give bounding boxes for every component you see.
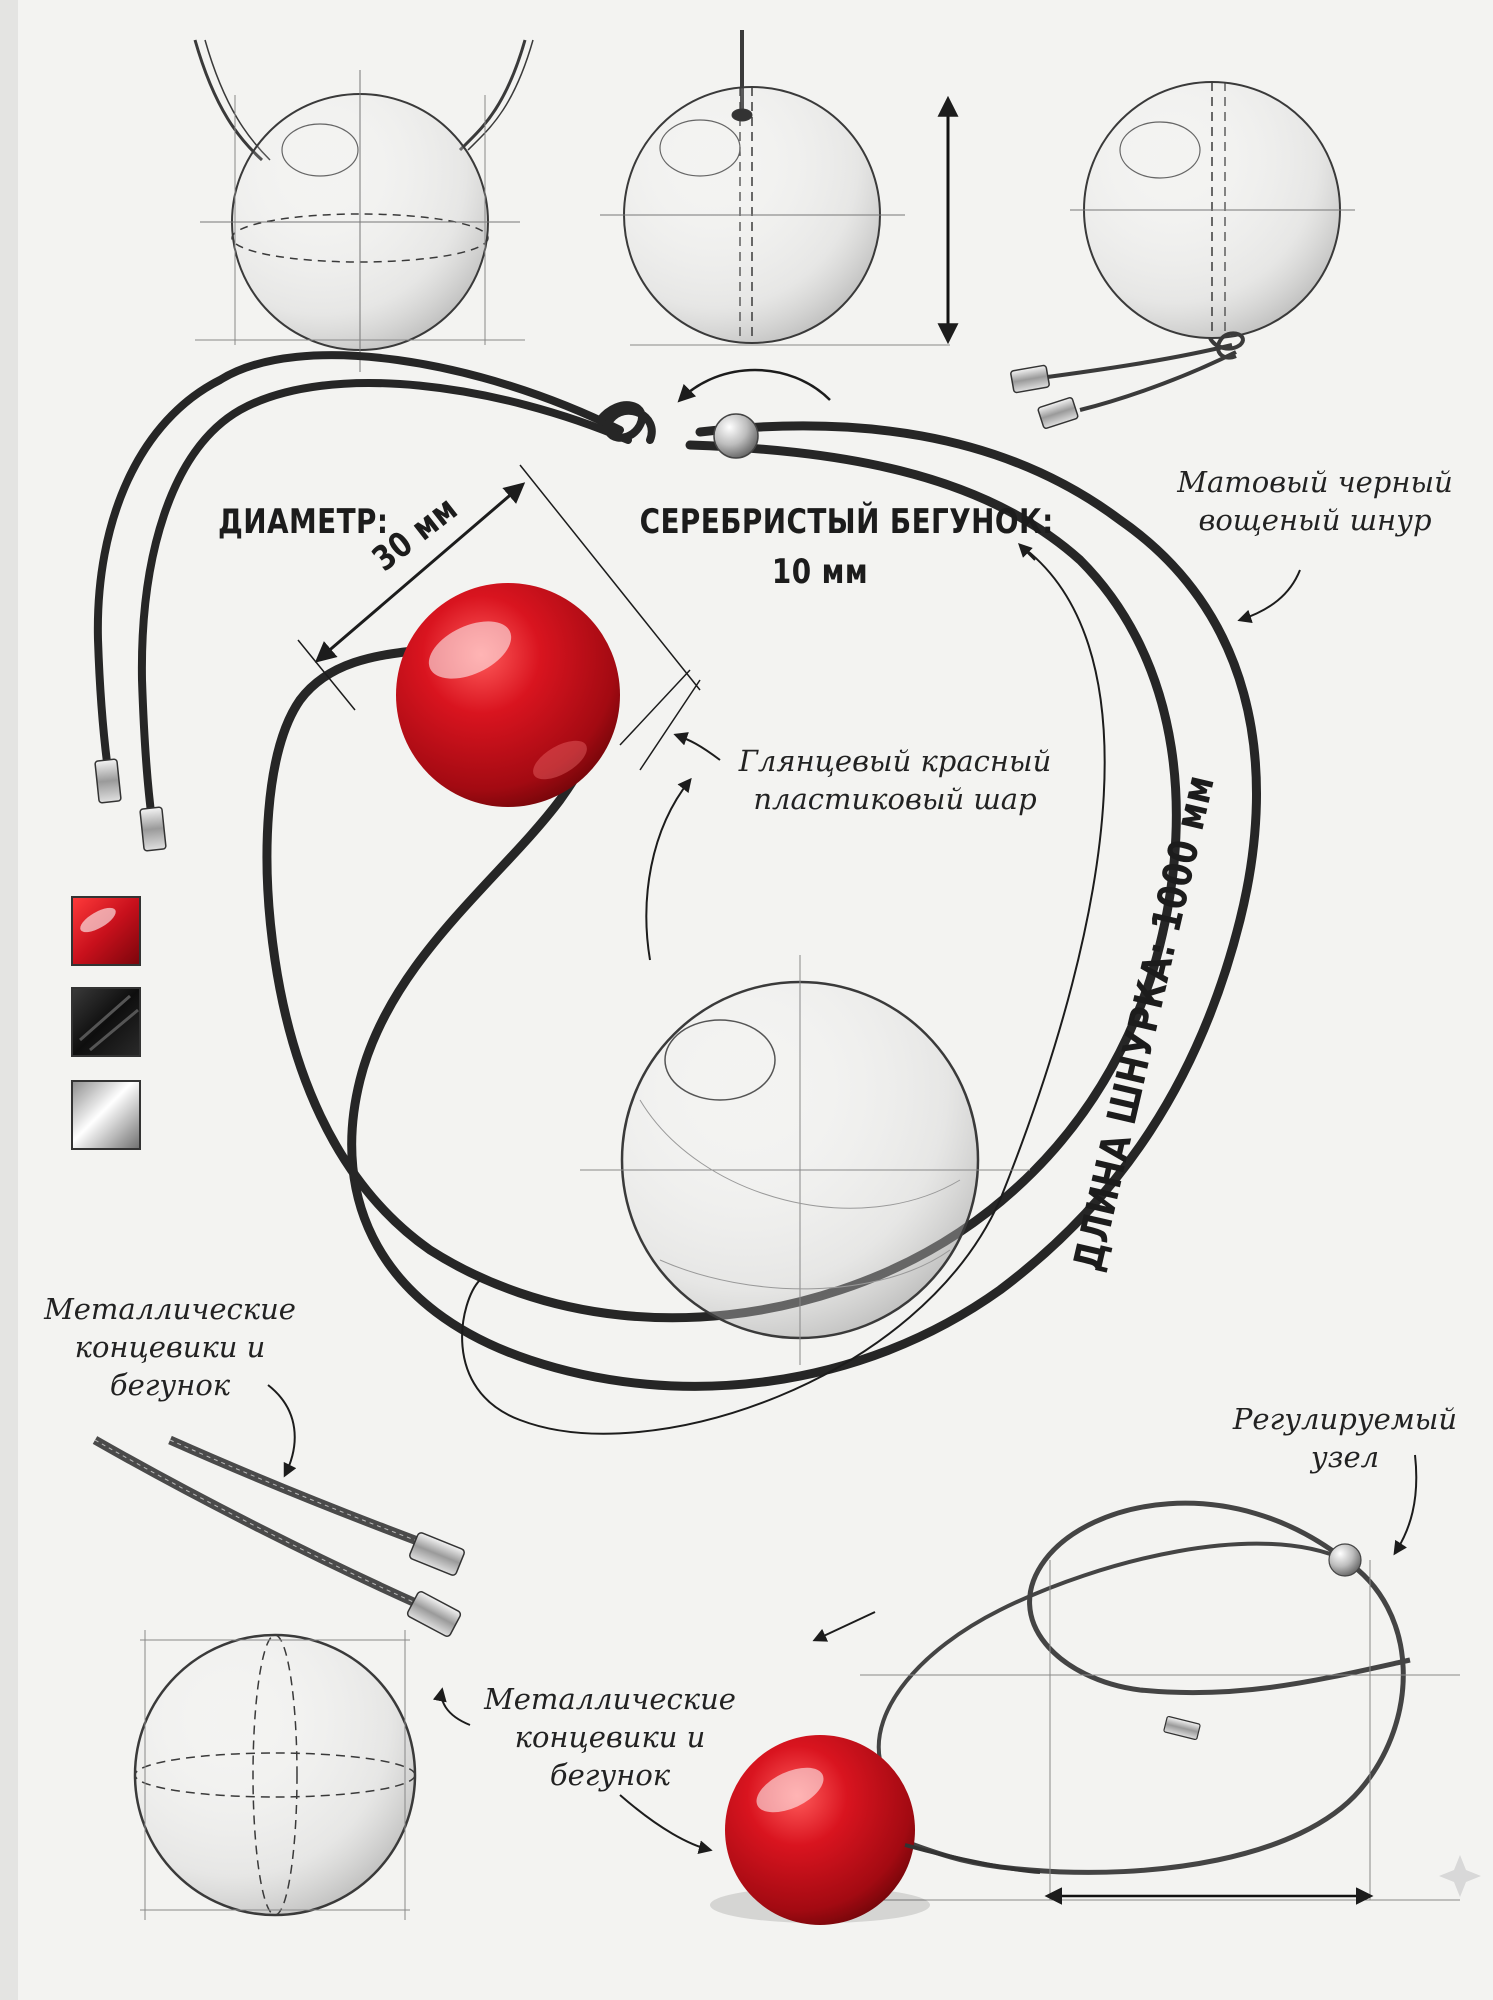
knot-label: Регулируемый узел [1225,1400,1465,1476]
top-sketch-right [1039,81,1355,412]
ball-label-arrow [673,732,721,761]
ball-label-line1: Глянцевый красный [738,744,1052,778]
rotation-arrow [677,368,831,403]
tips-bottom-line1: Металлические [484,1682,736,1716]
tips-left-arrow [267,1384,297,1478]
tips-bottom-label: Металлические концевики и бегунок [480,1680,740,1794]
diameter-dimension [297,464,701,771]
tips-bottom-arrow-ball [619,1794,713,1855]
cord-label: Матовый черный вощеный шнур [1165,463,1465,539]
diameter-title: ДИАМЕТР: [218,502,389,542]
cord-label-arrow [1237,569,1301,624]
bottom-right-sketch-necklace [860,1500,1460,1901]
tips-bottom-line2: концевики и [514,1720,706,1754]
sketch-silver-bead [1328,1543,1362,1577]
ball-lower-arrow [645,777,692,961]
slider-value: 10 мм [771,552,869,592]
tips-bottom-line3: бегунок [549,1758,671,1792]
swatch-silver [71,1080,141,1150]
tips-left-line1: Металлические [44,1292,296,1326]
left-end-caps [94,758,167,852]
cord-length-arc [461,544,1106,1435]
tips-bottom-arrow-up [432,1687,471,1726]
bottom-cap-2 [406,1591,462,1637]
cord-label-line1: Матовый черный [1177,465,1453,499]
ball-label: Глянцевый красный пластиковый шар [730,742,1060,818]
tips-left-line3: бегунок [109,1368,231,1402]
bottom-left-sketch-sphere [133,1630,417,1920]
main-red-ball [396,583,620,807]
top-end-caps [1010,364,1079,429]
page-edge [0,0,18,2000]
sketch-end-cap [1163,1715,1201,1741]
cord-label-line2: вощеный шнур [1198,503,1432,537]
top-sketch-center [600,30,959,346]
tips-left-label: Металлические концевики и бегунок [40,1290,300,1404]
bottom-left-cords [92,1435,457,1610]
sketch-pointer-arrow [812,1611,876,1642]
bottom-red-ball [710,1735,1041,1925]
center-sketch-sphere [580,955,1030,1365]
silver-bead [713,413,759,459]
sparkle-icon [1439,1855,1481,1897]
knot-arrow [1393,1454,1418,1556]
color-swatches [71,896,141,1150]
ball-label-line2: пластиковый шар [753,782,1037,816]
top-sketch-left [193,39,534,372]
knot-label-line2: узел [1310,1440,1380,1474]
slider-title: СЕРЕБРИСТЫЙ БЕГУНОК: [639,502,1054,542]
bottom-cap-1 [409,1532,465,1576]
knot-label-line1: Регулируемый [1232,1402,1458,1436]
swatch-black [71,987,141,1057]
tips-left-line2: концевики и [74,1330,266,1364]
